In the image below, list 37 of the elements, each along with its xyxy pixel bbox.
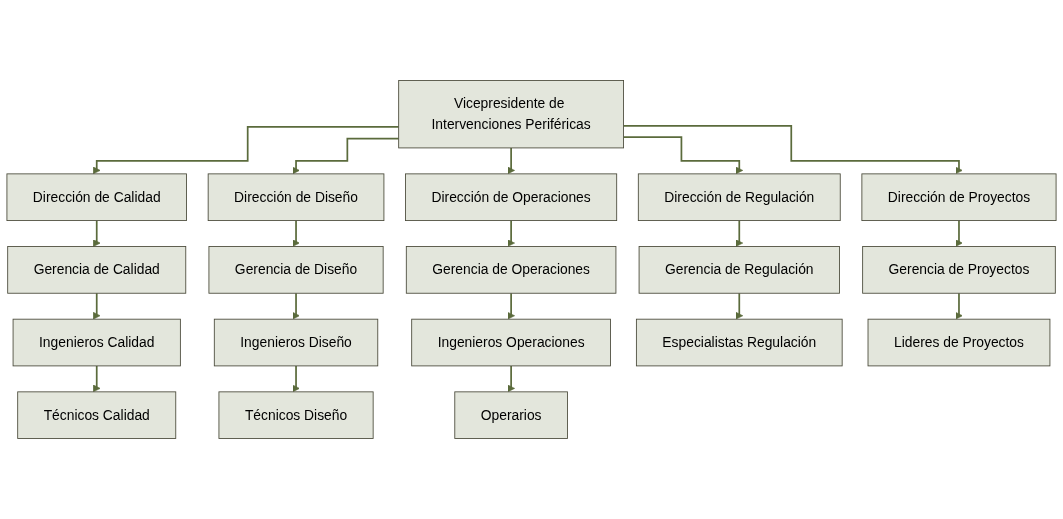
node-box: Técnicos Diseño [218,391,374,439]
node-box: Dirección de Operaciones [405,173,618,221]
arrow [735,292,744,320]
arrow [292,365,300,393]
node-box: Lideres de Proyectos [867,318,1051,367]
node-box: Operarios [454,391,568,439]
arrow [955,292,963,320]
arrow [507,365,515,393]
node-box: Dirección de Calidad [6,173,187,221]
node-box: Ingenieros Operaciones [411,318,611,367]
arrow [735,219,744,247]
arrow [507,219,515,247]
arrow [622,136,744,175]
node-box: Dirección de Proyectos [861,173,1057,221]
node-box: Especialistas Regulación [635,318,843,367]
arrow [622,125,963,175]
node-box: Gerencia de Diseño [208,246,384,294]
node-box: Dirección de Diseño [207,173,385,221]
arrow [292,292,300,320]
node-box: Técnicos Calidad [17,391,177,439]
node-box: Gerencia de Proyectos [862,246,1056,294]
node-box: Dirección de Regulación [637,173,841,221]
node-box: Ingenieros Diseño [213,318,379,367]
arrow [92,126,400,175]
node-box: Gerencia de Calidad [7,246,187,294]
arrow [507,147,515,175]
arrow [955,219,963,247]
node-box: Gerencia de Regulación [638,246,840,294]
arrow [507,292,515,320]
node-box: Ingenieros Calidad [12,318,181,367]
arrow [92,292,101,320]
arrow [92,365,101,393]
arrow [292,219,300,247]
arrow [292,137,400,175]
arrow [92,219,101,247]
node-box: Vicepresidente de Intervenciones Periféricas [398,80,624,149]
node-box: Gerencia de Operaciones [405,246,617,294]
